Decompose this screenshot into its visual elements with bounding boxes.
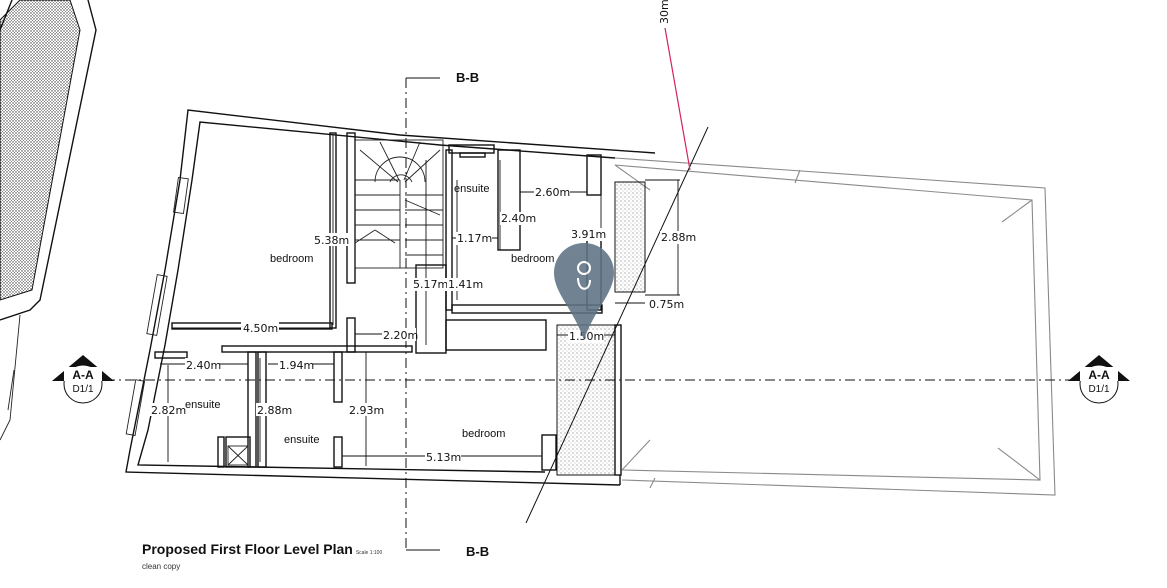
dim-5-13: 5.13m: [426, 451, 461, 464]
room-ensuite-2: ensuite: [185, 399, 220, 411]
section-aa-tag-left: A-A D1/1: [52, 355, 114, 404]
dim-5-17: 5.17m: [413, 278, 448, 291]
location-marker-icon[interactable]: [554, 243, 614, 340]
room-bedroom-3: bedroom: [462, 428, 505, 440]
room-labels: bedroom ensuite bedroom ensuite ensuite …: [185, 183, 554, 446]
section-bb-label-top: B-B: [456, 70, 479, 85]
dim-2-93: 2.93m: [349, 404, 384, 417]
room-bedroom-1: bedroom: [270, 253, 313, 265]
svg-text:D1/1: D1/1: [1088, 384, 1110, 395]
plan-subtitle: clean copy: [142, 562, 181, 571]
dim-2-40-ensuite: 2.40m: [186, 359, 221, 372]
staircase: [354, 139, 444, 269]
section-aa: A-A D1/1 A-A D1/1: [52, 355, 1130, 404]
adjacent-building: [0, 0, 97, 441]
section-aa-tag-right: A-A D1/1: [1068, 355, 1130, 404]
svg-text:A-A: A-A: [72, 368, 94, 382]
dim-1-94: 1.94m: [279, 359, 314, 372]
dim-1-17: 1.17m: [457, 232, 492, 245]
plan-title: Proposed First Floor Level Plan: [142, 541, 353, 557]
dim-2-60: 2.60m: [535, 186, 570, 199]
dim-2-88-ensuite: 2.88m: [257, 404, 292, 417]
svg-text:A-A: A-A: [1088, 368, 1110, 382]
building-walls: [125, 109, 656, 486]
plan-scale: Scale 1:100: [355, 550, 383, 556]
room-ensuite-1: ensuite: [454, 183, 489, 195]
room-ensuite-3: ensuite: [284, 434, 319, 446]
dim-2-82: 2.82m: [151, 404, 186, 417]
dim-4-50: 4.50m: [243, 322, 278, 335]
terrace-outline: [614, 157, 1056, 496]
dim-5-38: 5.38m: [314, 234, 349, 247]
room-bedroom-2: bedroom: [511, 253, 554, 265]
distance-line: [664, 27, 691, 171]
dim-2-40-bedroom: 2.40m: [501, 212, 536, 225]
dim-1-50: 1.50m: [569, 330, 604, 343]
dimension-labels: 5.38m 4.50m 2.20m 2.40m 1.94m 2.82m 2.88…: [150, 186, 696, 464]
dim-0-75: 0.75m: [649, 298, 684, 311]
dim-2-88-shaft: 2.88m: [661, 231, 696, 244]
svg-text:D1/1: D1/1: [72, 384, 94, 395]
section-bb-label-bottom: B-B: [466, 544, 489, 559]
dim-3-91: 3.91m: [571, 228, 606, 241]
distance-label: 30m: [658, 0, 671, 24]
dim-2-20: 2.20m: [383, 329, 418, 342]
dim-1-41: 1.41m: [448, 278, 483, 291]
section-bb: B-B B-B: [405, 70, 489, 559]
